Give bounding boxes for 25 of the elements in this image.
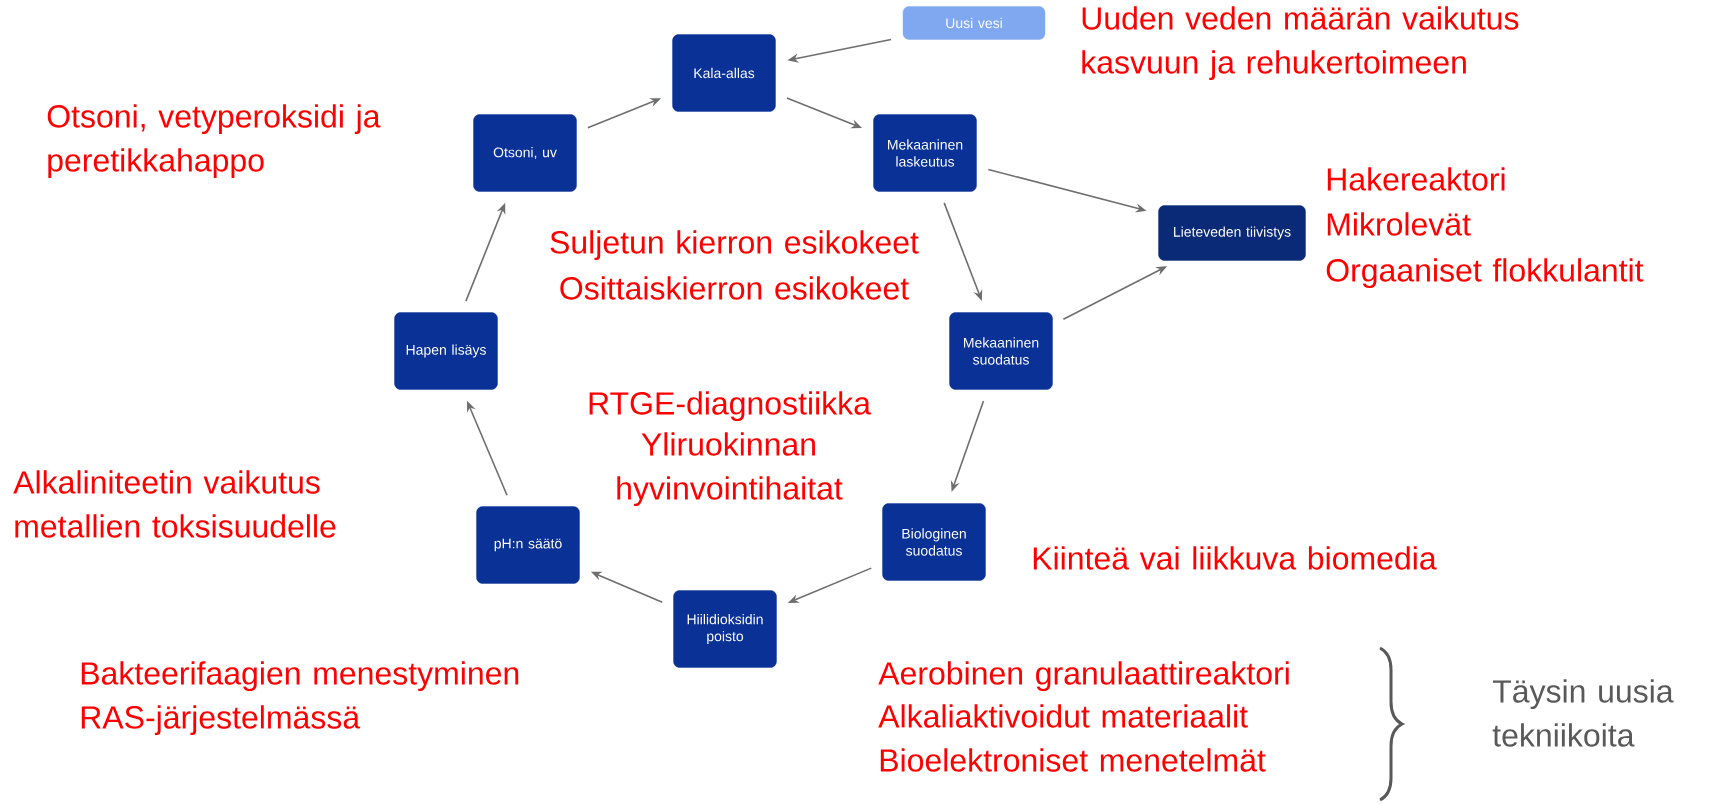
note-text: Täysin uusia tekniikoita: [1492, 679, 1674, 747]
note-text: Uuden veden määrän vaikutus kasvuun ja rehukertoimeen: [1082, 6, 1519, 81]
note-text: Osittaiskierron esikokeet: [560, 276, 909, 300]
process-box: Uusi vesi: [902, 6, 1046, 40]
note-text: Otsoni, vetyperoksidi ja peretikkahappo: [47, 104, 381, 179]
process-box: Otsoni, uv: [473, 114, 577, 192]
process-box: Kala-allas: [672, 34, 776, 112]
note-text: Bioelektroniset menetelmät: [880, 748, 1266, 772]
process-box: Mekaaninen suodatus: [949, 312, 1053, 390]
process-box: Hapen lisäys: [394, 312, 498, 390]
process-box: pH:n säätö: [476, 506, 580, 584]
note-text: RTGE-diagnostiikka: [589, 391, 871, 422]
note-text: Bakteerifaagien menestyminen RAS-järjestelmässä: [81, 661, 519, 736]
note-text: Kiinteä vai liikkuva biomedia: [1033, 546, 1437, 570]
process-box: Mekaaninen laskeutus: [873, 114, 977, 192]
note-text: Yliruokinnan hyvinvointihaitat: [617, 432, 843, 507]
note-text: Hakereaktori: [1327, 167, 1505, 191]
note-text: Alkaliniteetin vaikutus metallien toksisuudelle: [13, 470, 336, 538]
note-text: Orgaaniset flokkulantit: [1326, 258, 1644, 289]
process-box: Lieteveden tiivistys: [1158, 205, 1306, 261]
process-box: Biologinen suodatus: [882, 503, 986, 581]
process-box: Hiilidioksidin poisto: [673, 590, 777, 668]
note-text: Aerobinen granulaattireaktori: [878, 661, 1289, 692]
note-text: Suljetun kierron esikokeet: [550, 230, 919, 261]
note-text: Alkaliaktivoidut materiaalit: [878, 704, 1248, 728]
